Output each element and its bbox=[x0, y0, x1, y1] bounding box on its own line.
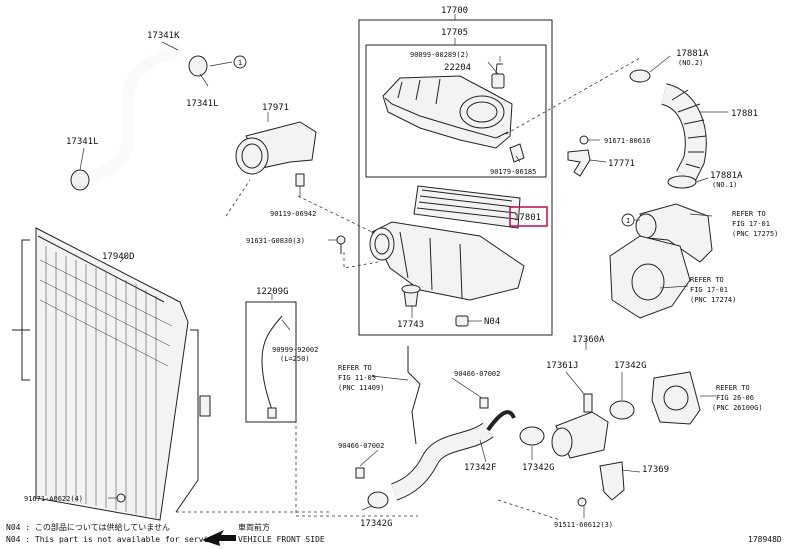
leader-lines bbox=[79, 41, 728, 518]
label-17342G-mid[interactable]: 17342G bbox=[522, 463, 555, 473]
air-filter-element bbox=[413, 185, 521, 229]
label-90099-00289[interactable]: 90099-00289(2) bbox=[410, 51, 469, 59]
label-90179-06185[interactable]: 90179-06185 bbox=[490, 168, 536, 176]
grommet-17743 bbox=[401, 284, 421, 307]
footnote-japanese: N04 : この部品については供給していません bbox=[6, 523, 171, 532]
intake-connector-17971 bbox=[235, 121, 317, 187]
ref-17275-line1[interactable]: REFER TO bbox=[732, 210, 766, 218]
ref-26100G-line1[interactable]: REFER TO bbox=[716, 384, 750, 392]
radiator-17940D bbox=[12, 227, 211, 521]
intake-hose-17881 bbox=[660, 83, 707, 181]
ref-26100G-line3: (PNC 26100G) bbox=[712, 404, 763, 412]
air-cleaner-cap-subgroup-box bbox=[365, 44, 547, 178]
label-17341L-left[interactable]: 17341L bbox=[66, 137, 99, 147]
front-label-japanese: 車両前方 bbox=[238, 523, 270, 532]
svg-text:1: 1 bbox=[238, 59, 242, 67]
label-17881A-top[interactable]: 17881A bbox=[676, 49, 709, 59]
label-17881A-bottom[interactable]: 17881A bbox=[710, 171, 743, 181]
ref-marker-1-top: 1 bbox=[233, 55, 247, 69]
cap-N04 bbox=[455, 315, 469, 327]
label-17771[interactable]: 17771 bbox=[608, 159, 635, 169]
label-90466-07002-lower[interactable]: 90466-07002 bbox=[338, 442, 384, 450]
ref-11409-line3: (PNC 11409) bbox=[338, 384, 384, 392]
label-17881[interactable]: 17881 bbox=[731, 109, 758, 119]
bracket-17369 bbox=[599, 461, 625, 501]
footnote-english: N04 : This part is not available for ser… bbox=[6, 535, 218, 544]
label-91631-G0830[interactable]: 91631-G0830(3) bbox=[246, 237, 305, 245]
hose-clamp-17881A-no2 bbox=[629, 69, 651, 83]
ref-17274-line2[interactable]: FIG 17-01 bbox=[690, 286, 728, 294]
bracket-17771 bbox=[567, 149, 591, 177]
highlight-17801 bbox=[509, 206, 548, 227]
ref-26100G-line2[interactable]: FIG 26-06 bbox=[716, 394, 754, 402]
vehicle-front-arrow-icon bbox=[202, 530, 236, 546]
label-12209G[interactable]: 12209G bbox=[256, 287, 289, 297]
water-hose-17342F bbox=[390, 410, 516, 501]
air-cleaner-group-box bbox=[358, 19, 553, 336]
hose-clamp-17342G-right bbox=[609, 400, 635, 420]
ref-17274-line1[interactable]: REFER TO bbox=[690, 276, 724, 284]
pipe-11409 bbox=[407, 346, 421, 445]
front-label-english: VEHICLE FRONT SIDE bbox=[238, 535, 325, 544]
label-17705[interactable]: 17705 bbox=[441, 28, 468, 38]
label-no2: (NO.2) bbox=[678, 59, 703, 67]
label-no1: (NO.1) bbox=[712, 181, 737, 189]
ref-17274-line3: (PNC 17274) bbox=[690, 296, 736, 304]
hose-12209G bbox=[245, 301, 297, 423]
water-outlet-housing bbox=[609, 203, 713, 319]
ref-11409-line2[interactable]: FIG 11-05 bbox=[338, 374, 376, 382]
label-l250: (L=250) bbox=[280, 355, 310, 363]
label-17940D[interactable]: 17940D bbox=[102, 252, 135, 262]
bolt-91511 bbox=[577, 497, 587, 507]
label-17342G-right[interactable]: 17342G bbox=[614, 361, 647, 371]
label-90999-92002[interactable]: 90999-92002 bbox=[272, 346, 318, 354]
label-17341L-top[interactable]: 17341L bbox=[186, 99, 219, 109]
label-N04[interactable]: N04 bbox=[484, 317, 500, 327]
dashed-connectors bbox=[176, 57, 641, 521]
ref-marker-1-right: 1 bbox=[621, 213, 640, 227]
clip-22204 bbox=[491, 63, 505, 89]
svg-text:1: 1 bbox=[626, 217, 630, 225]
clip-90466-upper bbox=[479, 397, 489, 409]
hose-clamp-17342G-left bbox=[367, 491, 389, 509]
diagram-code: 178948D bbox=[748, 535, 782, 544]
label-91671-A0622[interactable]: 91671-A0622(4) bbox=[24, 495, 83, 503]
bracket-90179 bbox=[509, 143, 525, 163]
radiator-hose-17341K bbox=[70, 44, 208, 191]
label-17801[interactable]: 17801 bbox=[514, 213, 541, 223]
hose-clamp-17881A-no1 bbox=[667, 175, 697, 189]
label-17743[interactable]: 17743 bbox=[397, 320, 424, 330]
air-cleaner-case bbox=[369, 221, 525, 301]
ref-17275-line3: (PNC 17275) bbox=[732, 230, 778, 238]
label-17369[interactable]: 17369 bbox=[642, 465, 669, 475]
label-91511-60612[interactable]: 91511-60612(3) bbox=[554, 521, 613, 529]
label-90466-07002-upper[interactable]: 90466-07002 bbox=[454, 370, 500, 378]
label-22204[interactable]: 22204 bbox=[444, 63, 471, 73]
bolt-91671-80616 bbox=[579, 135, 589, 145]
thermostat-housing-26100G bbox=[651, 371, 701, 425]
air-cleaner-cap bbox=[382, 75, 513, 149]
label-17700[interactable]: 17700 bbox=[441, 6, 468, 16]
label-17342G-left[interactable]: 17342G bbox=[360, 519, 393, 529]
clip-90466-lower bbox=[355, 467, 365, 479]
label-17341K[interactable]: 17341K bbox=[147, 31, 180, 41]
radiator-core-fins bbox=[39, 246, 173, 518]
label-90119-06942[interactable]: 90119-06942 bbox=[270, 210, 316, 218]
label-91671-80616[interactable]: 91671-80616 bbox=[604, 137, 650, 145]
ref-17275-line2[interactable]: FIG 17-01 bbox=[732, 220, 770, 228]
label-17361J[interactable]: 17361J bbox=[546, 361, 579, 371]
bolt-91631 bbox=[336, 235, 346, 254]
label-17360A[interactable]: 17360A bbox=[572, 335, 605, 345]
bolt-91671-A0622 bbox=[116, 493, 126, 503]
water-inlet-17360A bbox=[551, 393, 609, 459]
ref-11409-line1[interactable]: REFER TO bbox=[338, 364, 372, 372]
label-17971[interactable]: 17971 bbox=[262, 103, 289, 113]
hose-clamp-17342G-mid bbox=[519, 426, 545, 446]
label-17342F[interactable]: 17342F bbox=[464, 463, 497, 473]
